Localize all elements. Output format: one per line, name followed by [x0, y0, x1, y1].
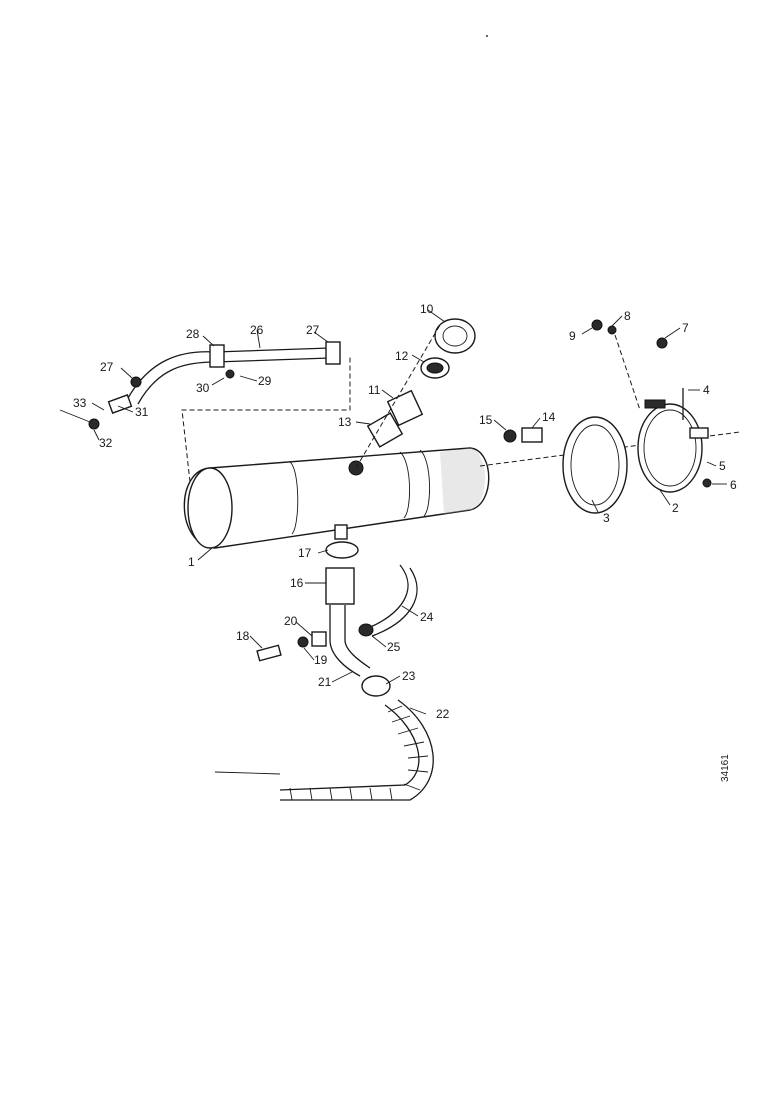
- label-2: 2: [672, 501, 679, 515]
- mounting-strap: [562, 319, 712, 514]
- label-24: 24: [420, 610, 434, 624]
- part-labels: 1 2 3 4 5 6 7 8 9 10 11 12 13 14 15 16 1…: [73, 302, 737, 721]
- corrugated-hose: [214, 699, 434, 801]
- label-11: 11: [368, 383, 381, 397]
- label-16: 16: [290, 576, 304, 590]
- label-28: 28: [186, 327, 200, 341]
- label-18: 18: [236, 629, 250, 643]
- label-10: 10: [420, 302, 434, 316]
- label-9: 9: [569, 329, 576, 343]
- label-25: 25: [387, 640, 401, 654]
- center-line: [181, 355, 351, 483]
- label-20: 20: [284, 614, 298, 628]
- label-1: 1: [188, 555, 195, 569]
- label-14: 14: [542, 410, 556, 424]
- label-6: 6: [730, 478, 737, 492]
- label-7: 7: [682, 321, 689, 335]
- washer-part: [503, 429, 517, 443]
- label-26: 26: [250, 323, 264, 337]
- label-4: 4: [703, 383, 710, 397]
- label-27-left: 27: [100, 360, 114, 374]
- label-5: 5: [719, 459, 726, 473]
- drawing-code: 34161: [720, 754, 731, 782]
- plug-part: [521, 427, 543, 443]
- label-15: 15: [479, 413, 493, 427]
- leader-lines: [59, 309, 727, 715]
- tank-body: [183, 447, 490, 549]
- label-3: 3: [603, 511, 610, 525]
- label-23: 23: [402, 669, 416, 683]
- center-line: [355, 324, 441, 469]
- label-19: 19: [314, 653, 328, 667]
- label-27-upper: 27: [306, 323, 320, 337]
- label-33: 33: [73, 396, 87, 410]
- label-17: 17: [298, 546, 312, 560]
- label-32: 32: [99, 436, 113, 450]
- label-13: 13: [338, 415, 352, 429]
- label-30: 30: [196, 381, 210, 395]
- label-8: 8: [624, 309, 631, 323]
- lower-fitting: [256, 541, 418, 697]
- label-29: 29: [258, 374, 272, 388]
- label-31: 31: [135, 405, 149, 419]
- center-line: [614, 334, 641, 411]
- label-21: 21: [318, 675, 332, 689]
- speck-mark: [486, 35, 488, 37]
- upper-pipe: [88, 341, 341, 430]
- label-22: 22: [436, 707, 450, 721]
- filler-assembly: [366, 318, 476, 448]
- label-12: 12: [395, 349, 409, 363]
